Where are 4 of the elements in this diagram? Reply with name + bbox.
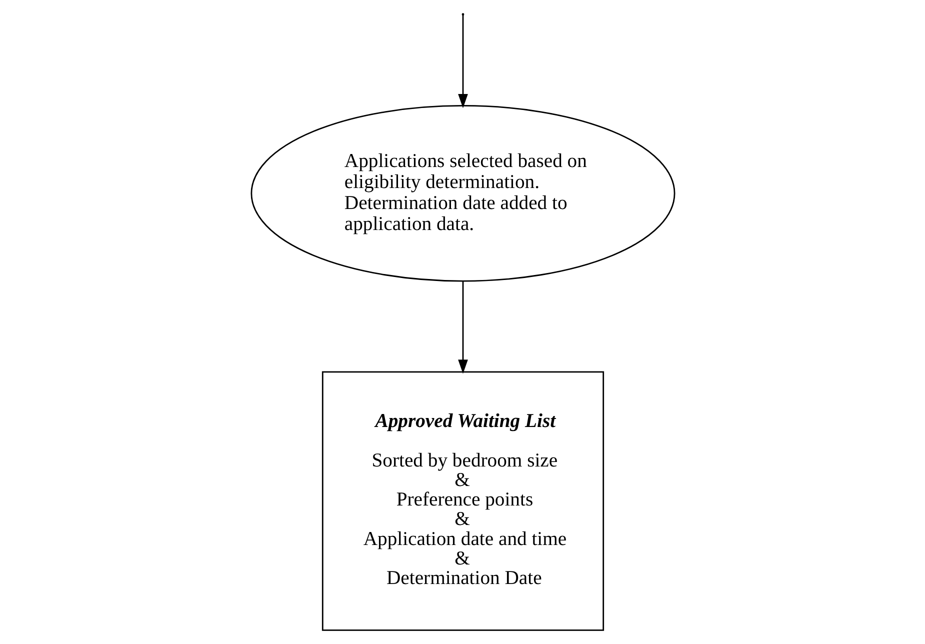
- node-ellipse: Applications selected based on eligibility determination. Determination date added to application data.: [250, 105, 675, 282]
- node-box: Approved Waiting List Sorted by bedroom size & Preference points & Application date and time & Determination Date: [321, 371, 604, 631]
- arrow: [458, 14, 468, 108]
- arrow: [458, 280, 468, 374]
